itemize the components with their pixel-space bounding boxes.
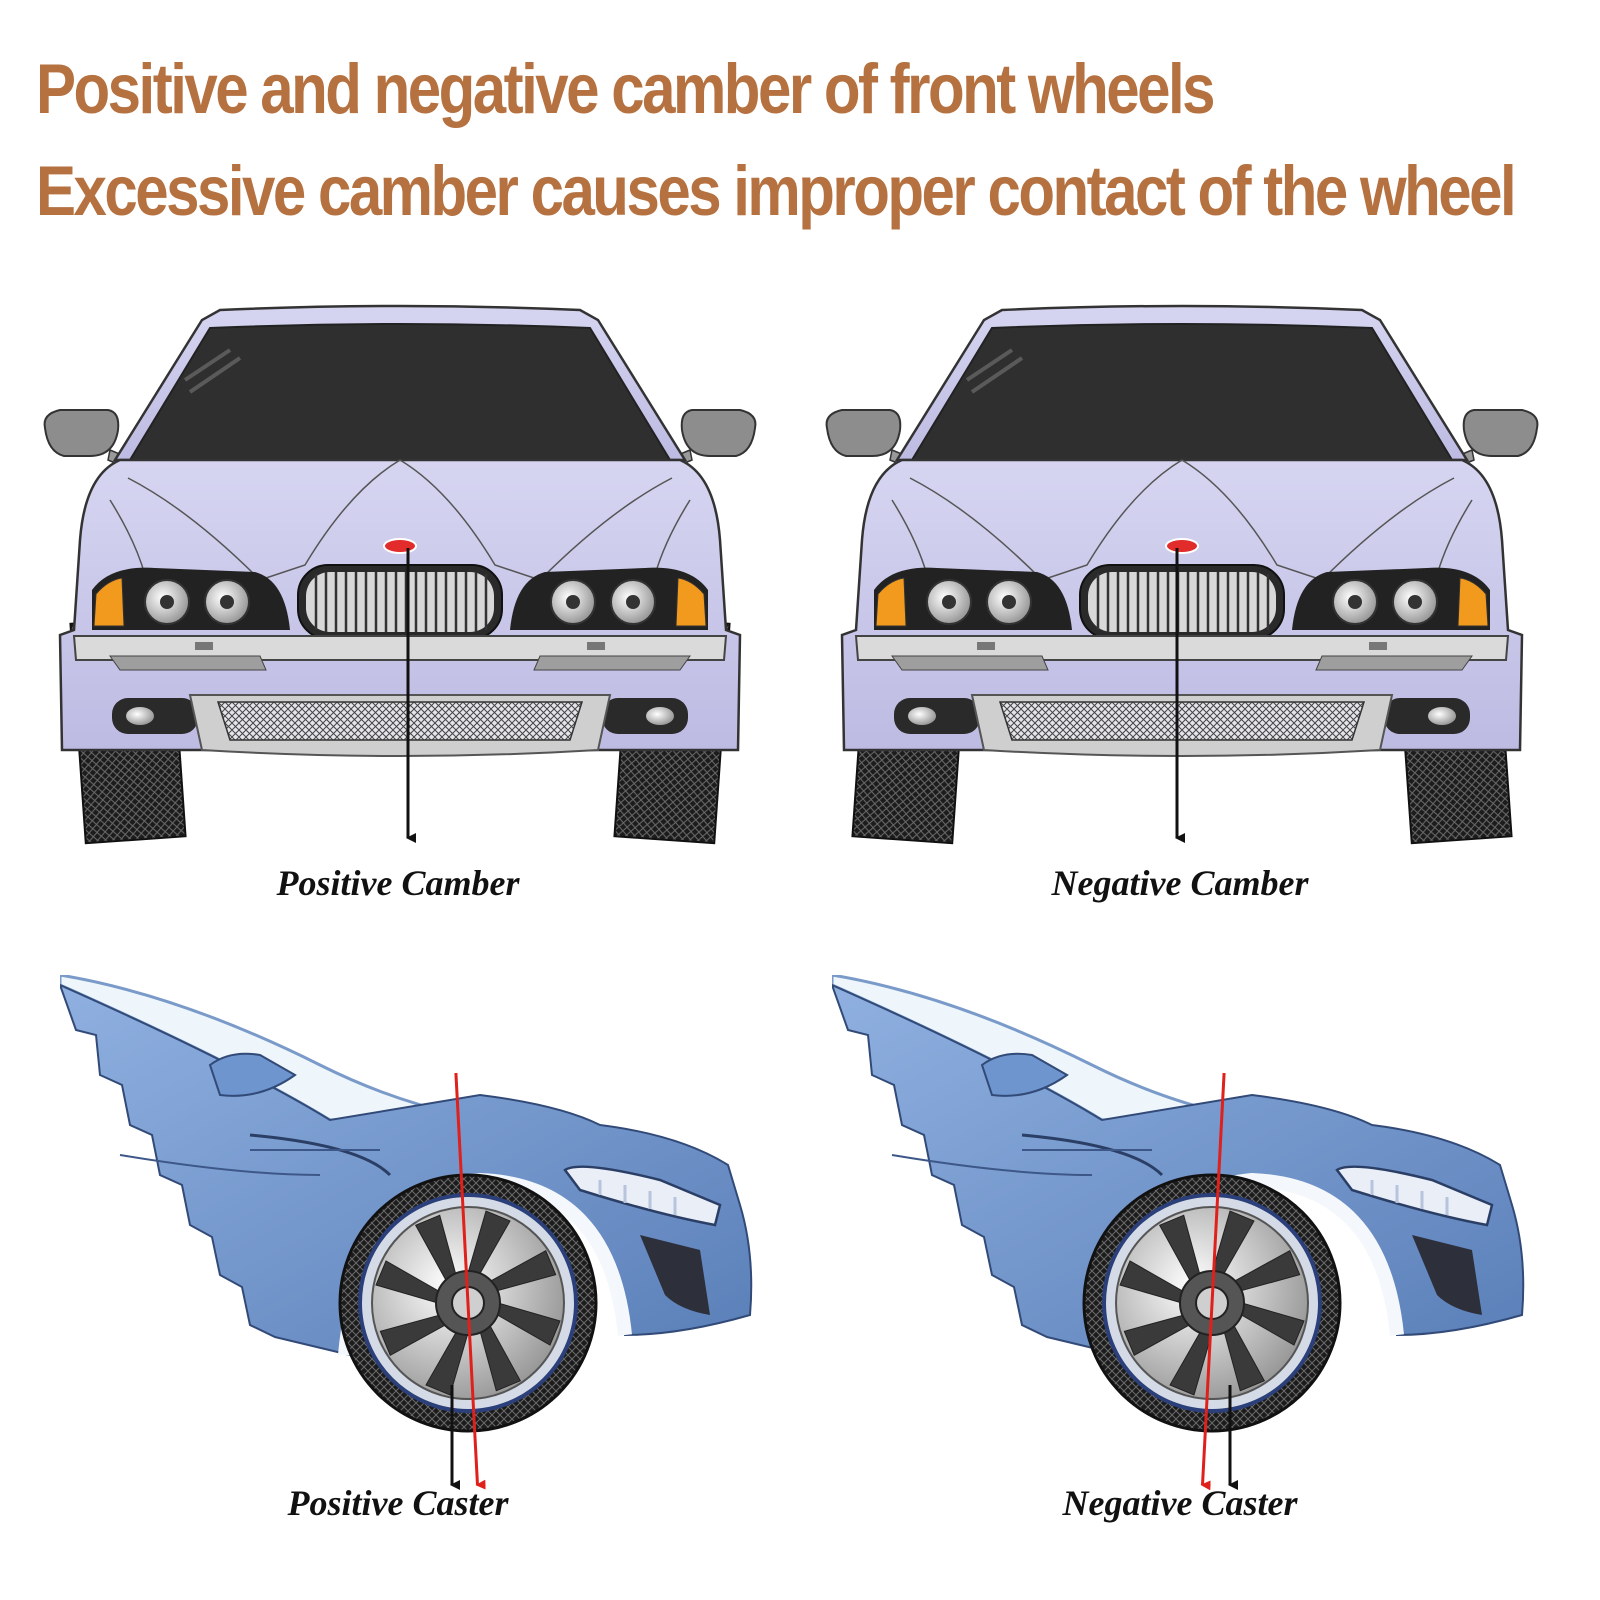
negative-caster-diagram — [832, 975, 1532, 1491]
positive-caster-diagram — [60, 975, 760, 1490]
steering-axis-arrow — [454, 1072, 486, 1490]
negative-camber-diagram — [824, 304, 1540, 845]
label-positive-caster: Positive Caster — [287, 1483, 509, 1523]
label-positive-camber: Positive Camber — [276, 863, 520, 903]
label-negative-caster: Negative Caster — [1062, 1483, 1298, 1523]
headline-line-1: Positive and negative camber of front wh… — [36, 49, 1216, 129]
positive-camber-diagram — [42, 304, 758, 845]
headline-line-2: Excessive camber causes improper contact… — [36, 151, 1517, 231]
steering-axis-arrow — [1200, 1072, 1226, 1491]
label-negative-camber: Negative Camber — [1051, 863, 1309, 903]
